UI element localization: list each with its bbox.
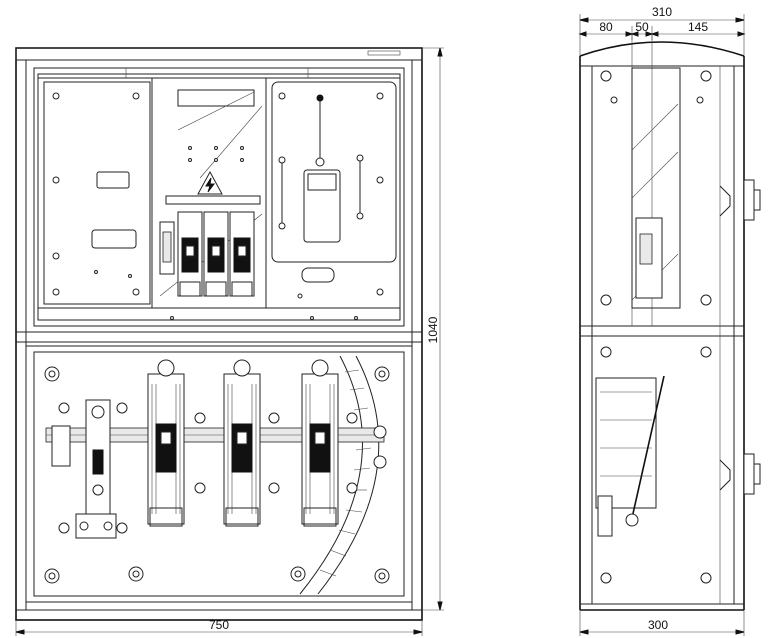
- door-hinge: [743, 453, 761, 495]
- front-view: [15, 47, 423, 621]
- high-voltage-warning-icon: [197, 170, 223, 195]
- dimension-depth-total-label: 310: [652, 5, 672, 19]
- dimension-depth-b-label: 50: [635, 20, 649, 34]
- dimension-depth-c-label: 145: [688, 20, 708, 34]
- fuse-base: [301, 359, 339, 527]
- fuse-switch-module: [229, 211, 255, 297]
- dimension-depth-a-label: 80: [599, 20, 613, 34]
- fuse-base: [147, 359, 185, 527]
- dimension-side-bottom-label: 300: [648, 618, 668, 632]
- side-dimensions: 310 80 50 145 300: [578, 5, 746, 636]
- upper-compartment: [33, 67, 405, 327]
- side-view: [579, 34, 761, 611]
- front-dimensions: 750 1040: [15, 47, 444, 636]
- fuse-switch-module: [177, 211, 203, 297]
- neutral-terminal-block: [51, 399, 117, 539]
- fuse-base: [223, 359, 261, 527]
- door-hinge: [743, 179, 761, 221]
- dimension-height-label: 1040: [426, 316, 440, 343]
- dimension-width-label: 750: [209, 618, 229, 632]
- fuse-switch-module: [203, 211, 229, 297]
- lower-compartment: [25, 345, 413, 603]
- label-window: [96, 171, 130, 189]
- label-window: [91, 229, 137, 249]
